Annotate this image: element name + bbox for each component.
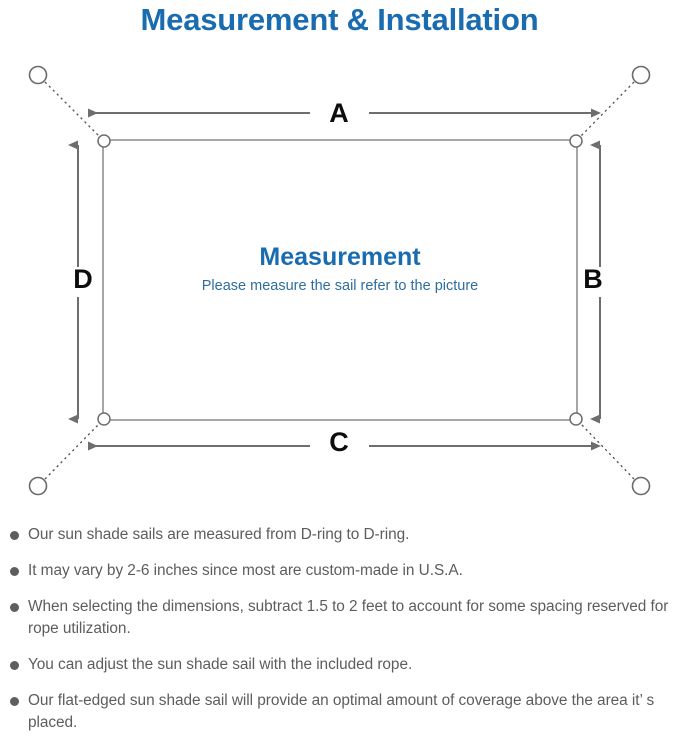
- bullet-icon: [10, 697, 19, 706]
- note-text: When selecting the dimensions, subtract …: [28, 598, 669, 637]
- d-ring-top-left: [97, 134, 111, 148]
- anchor-points: [28, 65, 651, 496]
- page-title: Measurement & Installation: [140, 2, 539, 37]
- bullet-icon: [10, 567, 19, 576]
- note-text: Our sun shade sails are measured from D-…: [28, 526, 410, 543]
- sail-body: [102, 139, 578, 421]
- rope-top-left: [44, 81, 101, 138]
- sail-diagram-svg: [28, 65, 651, 496]
- d-ring-bottom-left: [97, 412, 111, 426]
- list-item: Our sun shade sails are measured from D-…: [0, 524, 679, 546]
- d-rings: [97, 134, 583, 426]
- anchor-point-top-right: [631, 65, 651, 85]
- sail-diagram: [0, 45, 679, 515]
- tether-ropes: [44, 81, 635, 480]
- d-ring-top-right: [569, 134, 583, 148]
- note-text: Our flat-edged sun shade sail will provi…: [28, 692, 655, 731]
- dimension-label-d: D: [73, 264, 93, 294]
- notes-list: Our sun shade sails are measured from D-…: [0, 524, 679, 748]
- note-text: You can adjust the sun shade sail with t…: [28, 656, 413, 673]
- bullet-icon: [10, 603, 19, 612]
- rope-bottom-right: [579, 422, 635, 480]
- note-text: It may vary by 2-6 inches since most are…: [28, 562, 463, 579]
- sail-center-subtitle: Please measure the sail refer to the pic…: [201, 278, 479, 294]
- anchor-point-bottom-right: [631, 476, 651, 496]
- list-item: It may vary by 2-6 inches since most are…: [0, 560, 679, 582]
- rope-top-right: [579, 81, 635, 138]
- list-item: Our flat-edged sun shade sail will provi…: [0, 690, 679, 734]
- dimension-label-c: C: [329, 427, 349, 457]
- dimension-label-a: A: [329, 98, 349, 128]
- anchor-point-bottom-left: [28, 476, 48, 496]
- anchor-point-top-left: [28, 65, 48, 85]
- list-item: When selecting the dimensions, subtract …: [0, 596, 679, 640]
- list-item: You can adjust the sun shade sail with t…: [0, 654, 679, 676]
- sail-center-title: Measurement: [259, 243, 421, 271]
- bullet-icon: [10, 531, 19, 540]
- dimension-label-b: B: [583, 264, 603, 294]
- rope-bottom-left: [44, 422, 101, 480]
- bullet-icon: [10, 661, 19, 670]
- d-ring-bottom-right: [569, 412, 583, 426]
